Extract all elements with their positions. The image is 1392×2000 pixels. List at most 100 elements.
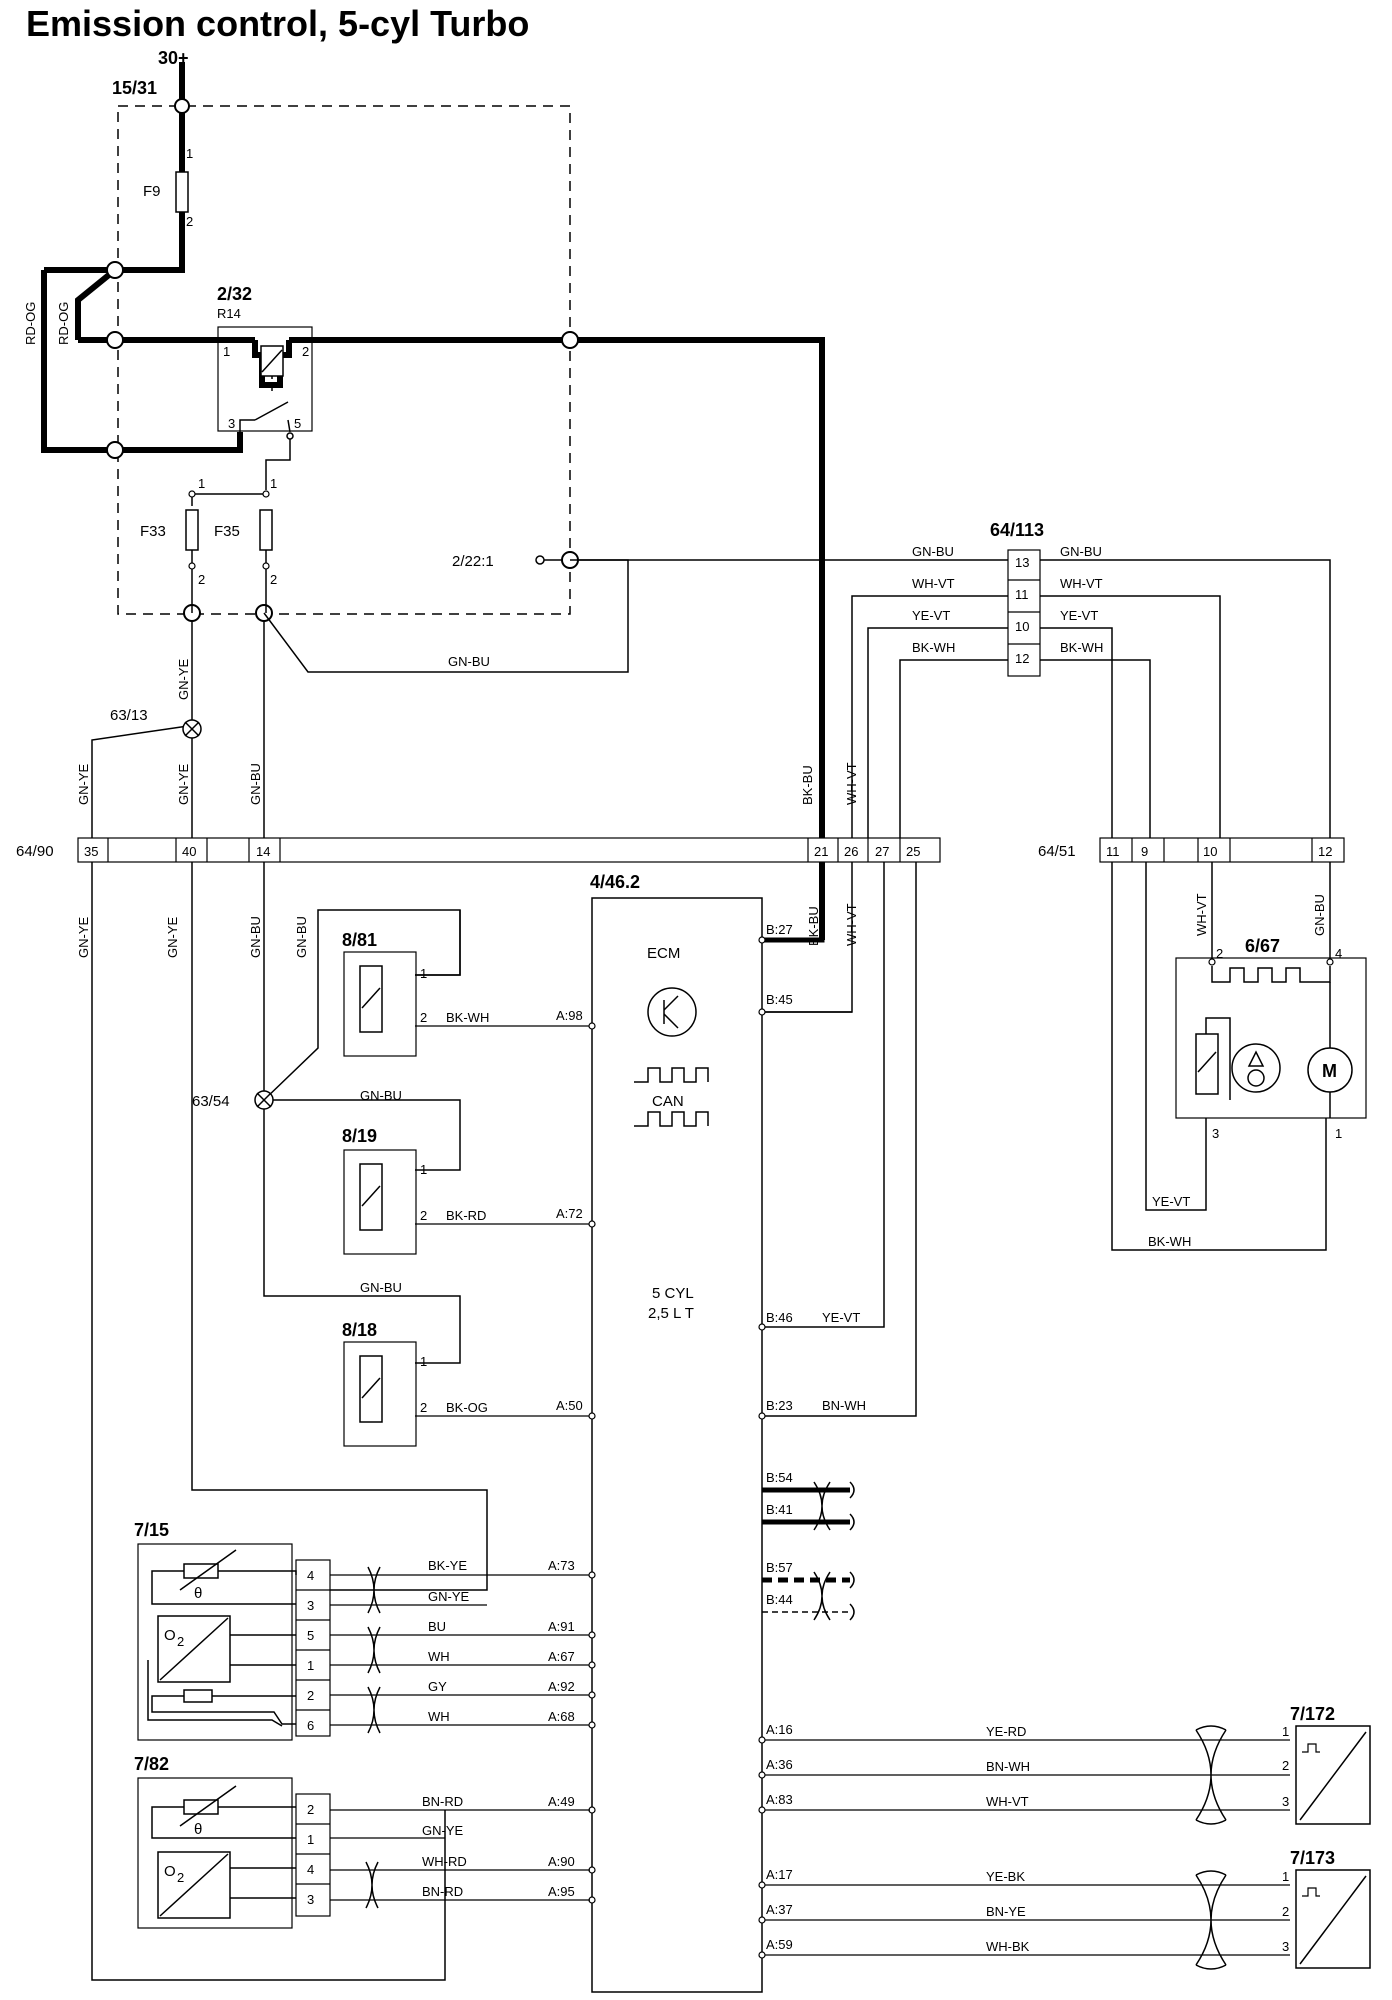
svg-text:B:27: B:27: [766, 922, 793, 937]
svg-text:A:67: A:67: [548, 1649, 575, 1664]
svg-text:YE-VT: YE-VT: [1060, 608, 1098, 623]
wire-label-gn-bu-f: GN-BU: [360, 1280, 402, 1295]
svg-text:3: 3: [1282, 1794, 1289, 1809]
svg-text:BK-RD: BK-RD: [446, 1208, 486, 1223]
svg-text:1: 1: [223, 344, 230, 359]
svg-text:WH-RD: WH-RD: [422, 1854, 467, 1869]
wire-label-gn-bu-c: GN-BU: [294, 916, 309, 958]
svg-text:4: 4: [307, 1862, 314, 1877]
connector-64-113-wires: [851, 595, 1221, 838]
solenoid-8-19: 8/19 1 2 BK-RD: [342, 1126, 596, 1255]
supply-label: 30+: [158, 48, 189, 68]
svg-text:B:57: B:57: [766, 1560, 793, 1575]
svg-text:2: 2: [420, 1208, 427, 1223]
svg-text:BK-OG: BK-OG: [446, 1400, 488, 1415]
svg-text:GN-BU: GN-BU: [448, 654, 490, 669]
wire-bk-bu-ecm: [762, 888, 825, 943]
svg-text:A:17: A:17: [766, 1867, 793, 1882]
wire-label-bk-wh-c: BK-WH: [1148, 1234, 1191, 1249]
svg-text:13: 13: [1015, 555, 1029, 570]
svg-text:O: O: [164, 1627, 176, 1644]
svg-text:1: 1: [420, 1162, 427, 1177]
svg-text:GN-YE: GN-YE: [422, 1823, 464, 1838]
svg-text:8/19: 8/19: [342, 1126, 377, 1146]
svg-text:A:16: A:16: [766, 1722, 793, 1737]
svg-text:3: 3: [1212, 1126, 1219, 1141]
svg-text:BU: BU: [428, 1619, 446, 1634]
wire-label-ye-vt-c: YE-VT: [1152, 1194, 1190, 1209]
svg-text:4: 4: [307, 1568, 314, 1583]
wire-label-gn-bu-d: GN-BU: [1312, 894, 1327, 936]
splice-63-54-label: 63/54: [192, 1093, 230, 1110]
svg-text:7/82: 7/82: [134, 1754, 169, 1774]
svg-text:64/51: 64/51: [1038, 843, 1076, 860]
svg-text:2: 2: [420, 1010, 427, 1025]
svg-text:2/32: 2/32: [217, 284, 252, 304]
fuse-f9: F9 1 2: [143, 146, 193, 229]
svg-text:7/15: 7/15: [134, 1520, 169, 1540]
svg-text:27: 27: [875, 844, 889, 859]
svg-text:BN-WH: BN-WH: [986, 1759, 1030, 1774]
svg-text:WH: WH: [428, 1709, 450, 1724]
svg-text:2: 2: [420, 1400, 427, 1415]
throttle-unit-6-67: 6/67 M 2 4 3 1: [1175, 936, 1367, 1141]
svg-text:6/67: 6/67: [1245, 936, 1280, 956]
wire-label-gn-ye-a: GN-YE: [176, 659, 191, 701]
sensor-7-15-wires: [330, 1566, 590, 1734]
svg-text:WH: WH: [428, 1649, 450, 1664]
svg-text:A:68: A:68: [548, 1709, 575, 1724]
svg-text:1: 1: [1282, 1724, 1289, 1739]
svg-text:8/81: 8/81: [342, 930, 377, 950]
svg-text:25: 25: [906, 844, 920, 859]
svg-text:1: 1: [186, 146, 193, 161]
svg-text:B:54: B:54: [766, 1470, 793, 1485]
central-electronic-module: [117, 105, 571, 615]
svg-text:64/113: 64/113: [990, 520, 1044, 540]
svg-text:A:95: A:95: [548, 1884, 575, 1899]
svg-text:YE-BK: YE-BK: [986, 1869, 1025, 1884]
sensor-7-172: 7/172 1 2 3: [1282, 1704, 1371, 1825]
sensor-7-173-labels: A:17 A:37 A:59 YE-BK BN-YE WH-BK: [766, 1867, 1030, 1954]
fuse-f33: F33 1 2: [140, 476, 205, 587]
wire-label-wh-vt-c: WH-VT: [1194, 893, 1209, 936]
svg-text:64/90: 64/90: [16, 843, 54, 860]
wire-label-gn-bu-e: GN-BU: [360, 1088, 402, 1103]
ecm-4-46-2: 4/46.2 ECM CAN 5 CYL 2,5 L T: [590, 872, 763, 1993]
svg-text:12: 12: [1015, 651, 1029, 666]
connector-64-113-labels: GN-BU WH-VT YE-VT BK-WH GN-BU WH-VT YE-V…: [912, 544, 1103, 655]
svg-text:3: 3: [1282, 1939, 1289, 1954]
svg-text:F9: F9: [143, 183, 161, 200]
throttle-wires: [1111, 862, 1331, 1251]
svg-text:A:91: A:91: [548, 1619, 575, 1634]
svg-text:14: 14: [256, 844, 270, 859]
svg-text:7/172: 7/172: [1290, 1704, 1335, 1724]
connector-64-90: 64/90 35 40 14 21 26 27 25: [16, 837, 941, 863]
svg-text:GN-BU: GN-BU: [912, 544, 954, 559]
ecm-pin-dots-left: [588, 1571, 596, 1904]
svg-text:2: 2: [198, 572, 205, 587]
ecm-pin-dots-right: [758, 936, 766, 1420]
svg-text:1: 1: [420, 966, 427, 981]
svg-text:3: 3: [307, 1892, 314, 1907]
svg-text:4/46.2: 4/46.2: [590, 872, 640, 892]
wire-label-wh-vt-b: WH-VT: [844, 903, 859, 946]
svg-text:BK-YE: BK-YE: [428, 1558, 467, 1573]
svg-text:A:59: A:59: [766, 1937, 793, 1952]
svg-text:1: 1: [1335, 1126, 1342, 1141]
svg-text:GY: GY: [428, 1679, 447, 1694]
svg-text:WH-VT: WH-VT: [986, 1794, 1029, 1809]
svg-text:1: 1: [307, 1832, 314, 1847]
wire-label-bk-bu-a: BK-BU: [800, 765, 815, 805]
svg-text:A:37: A:37: [766, 1902, 793, 1917]
svg-text:YE-VT: YE-VT: [822, 1310, 860, 1325]
sensor-7-82-wires: [330, 1809, 590, 1909]
splice-63-13-label: 63/13: [110, 707, 148, 724]
svg-text:A:98: A:98: [556, 1008, 583, 1023]
connector-64-113: 64/113 13 11 10 12: [990, 520, 1044, 677]
svg-text:8/18: 8/18: [342, 1320, 377, 1340]
svg-text:2/22:1: 2/22:1: [452, 553, 494, 570]
svg-text:WH-VT: WH-VT: [1060, 576, 1103, 591]
svg-text:1: 1: [270, 476, 277, 491]
sensor-7-173-wires: [762, 1870, 1290, 1970]
svg-text:A:49: A:49: [548, 1794, 575, 1809]
